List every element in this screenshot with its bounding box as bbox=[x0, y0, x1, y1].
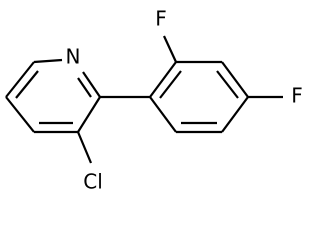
bond-n-c6 bbox=[33, 58, 63, 64]
bond-c4p-c5p bbox=[221, 96, 249, 133]
bond-c6-c5-inner bbox=[15, 70, 39, 99]
bond-c5-c4 bbox=[5, 96, 35, 133]
bond-c2p-f bbox=[163, 35, 177, 63]
atom-label-fluorine-para: F bbox=[291, 84, 303, 108]
chemical-structure-diagram: N Cl F F bbox=[5, 7, 303, 194]
bond-c2-n-inner bbox=[77, 77, 92, 98]
bond-c3p-c4p-inner bbox=[216, 70, 239, 99]
atom-label-nitrogen: N bbox=[66, 45, 81, 69]
bond-c3-cl bbox=[76, 131, 93, 164]
bond-c1p-c2p-inner bbox=[159, 70, 182, 99]
bond-c6-c5 bbox=[5, 61, 35, 98]
atom-label-fluorine-ortho: F bbox=[155, 7, 167, 31]
bond-c1p-c2p bbox=[149, 61, 177, 98]
bond-c3-c2 bbox=[77, 96, 101, 133]
difluorophenyl-ring bbox=[149, 60, 249, 134]
pyridine-ring bbox=[5, 58, 101, 134]
atom-label-chlorine: Cl bbox=[83, 170, 103, 194]
bond-c3p-c4p bbox=[221, 61, 249, 98]
bond-c2-n bbox=[82, 71, 101, 98]
bond-c6p-c1p bbox=[149, 96, 177, 133]
